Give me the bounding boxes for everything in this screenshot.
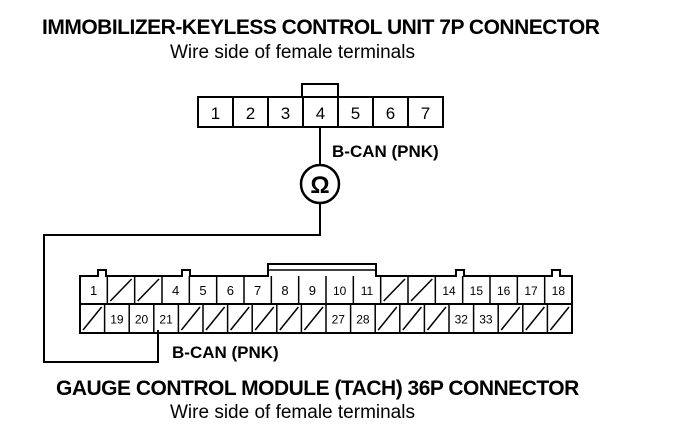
bottom-terminal-33: 33 — [479, 313, 493, 327]
top-connector-lock-tab — [301, 83, 339, 97]
top-terminal-7: 7 — [421, 104, 430, 123]
bottom-terminal-27: 27 — [332, 313, 346, 327]
wire-meter-to-terminal21 — [43, 203, 321, 363]
top-connector-subtitle: Wire side of female terminals — [170, 42, 415, 63]
top-terminal-2: 2 — [246, 104, 255, 123]
ohmmeter-icon: Ω — [299, 163, 341, 205]
bottom-terminal-11: 11 — [361, 284, 374, 298]
unused-terminal-slash — [549, 306, 570, 331]
bottom-terminal-9: 9 — [309, 283, 316, 298]
top-connector-title: IMMOBILIZER-KEYLESS CONTROL UNIT 7P CONN… — [42, 16, 600, 39]
unused-terminal-slash — [109, 278, 133, 302]
ohm-symbol: Ω — [310, 172, 329, 199]
bottom-terminal-10: 10 — [333, 284, 347, 298]
top-connector: 1 2 3 4 5 6 7 — [197, 83, 444, 128]
unused-terminal-slash — [402, 306, 422, 331]
bottom-terminal-18: 18 — [552, 284, 566, 298]
unused-terminal-slash — [303, 306, 324, 331]
bottom-terminal-32: 32 — [455, 313, 469, 327]
unused-terminal-slash — [180, 306, 201, 331]
bottom-terminal-17: 17 — [524, 284, 538, 298]
top-wire-label: B-CAN (PNK) — [332, 142, 439, 161]
bottom-connector-subtitle: Wire side of female terminals — [170, 402, 415, 423]
unused-terminal-slash — [410, 278, 433, 302]
bottom-terminal-5: 5 — [199, 283, 206, 298]
unused-terminal-slash — [82, 306, 103, 331]
top-terminal-3: 3 — [281, 104, 290, 123]
bottom-terminal-14: 14 — [442, 284, 456, 298]
unused-terminal-slash — [254, 306, 275, 331]
unused-terminal-slash — [383, 278, 406, 302]
unused-terminal-slash — [377, 306, 398, 331]
bottom-terminal-1: 1 — [90, 283, 97, 298]
bottom-terminal-19: 19 — [110, 313, 124, 327]
bottom-terminal-7: 7 — [254, 283, 261, 298]
bottom-terminal-28: 28 — [356, 313, 370, 327]
bottom-wire-label: B-CAN (PNK) — [172, 343, 279, 362]
bottom-terminal-21: 21 — [159, 313, 173, 327]
unused-terminal-slash — [279, 306, 299, 331]
bottom-connector-title: GAUGE CONTROL MODULE (TACH) 36P CONNECTO… — [56, 377, 579, 400]
top-terminal-5: 5 — [351, 104, 360, 123]
top-terminal-4: 4 — [316, 104, 325, 123]
bottom-terminal-6: 6 — [227, 283, 234, 298]
bottom-terminal-16: 16 — [497, 284, 511, 298]
top-terminal-1: 1 — [211, 104, 220, 123]
unused-terminal-slash — [525, 306, 545, 331]
unused-terminal-slash — [500, 306, 521, 331]
wiring: Ω — [43, 127, 341, 363]
bottom-terminal-4: 4 — [172, 283, 179, 298]
top-terminal-6: 6 — [386, 104, 395, 123]
unused-terminal-slash — [205, 306, 226, 331]
bottom-terminal-20: 20 — [135, 313, 149, 327]
unused-terminal-slash — [426, 306, 447, 331]
unused-terminal-slash — [230, 306, 250, 331]
bottom-terminal-8: 8 — [281, 283, 288, 298]
bottom-terminal-15: 15 — [470, 284, 484, 298]
unused-terminal-slash — [137, 278, 160, 302]
